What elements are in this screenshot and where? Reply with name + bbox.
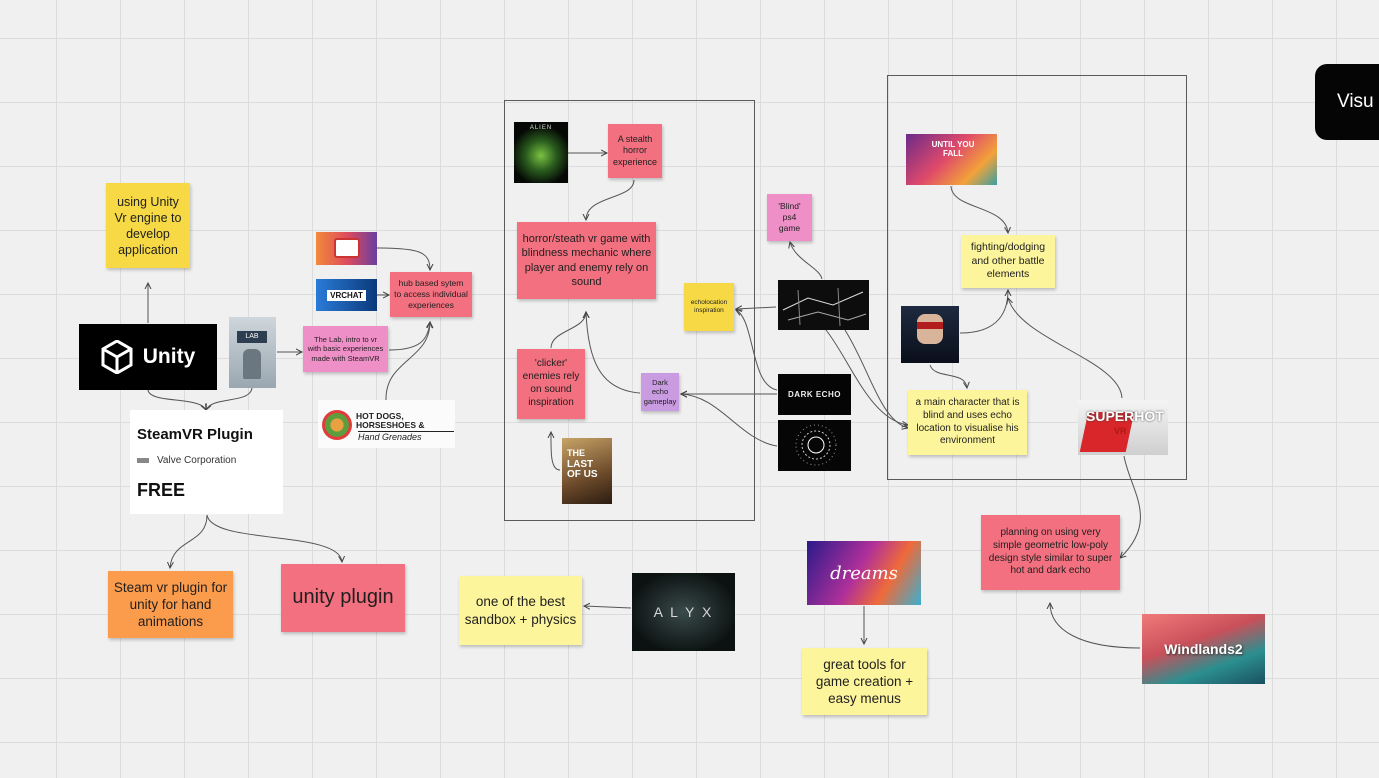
arrow-alyx-to-sandbox [584,606,632,608]
sticky-fighting[interactable]: fighting/dodging and other battle elemen… [961,235,1055,288]
arrow-steamvr-to-unity-plugin [206,514,342,562]
sticky-text: Steam vr plugin for unity for hand anima… [113,579,228,630]
sticky-text: planning on using very simple geometric … [988,526,1113,577]
sticky-echolocation[interactable]: echolocation inspiration [684,283,734,331]
sticky-dark-echo-gameplay[interactable]: Dark echo gameplay [641,373,679,411]
arrow-unity-to-steamvr [147,389,206,410]
arrow-labnote-to-hub [388,322,430,351]
sound-ring-icon [795,424,837,466]
arrow-newsroom-to-hub [376,247,430,270]
hot-dog-icon [322,410,352,440]
sticky-text: a main character that is blind and uses … [915,396,1020,447]
arrow-blindgame-to-ps4 [790,242,823,280]
glasses-icon [917,322,943,329]
sticky-unity-plugin[interactable]: unity plugin [281,564,405,632]
dark-echo-label: DARK ECHO [788,390,841,399]
hot-dogs-subtitle: Hand Grenades [358,431,454,442]
robot-icon [243,349,261,379]
sticky-text: using Unity Vr engine to develop applica… [114,194,182,257]
sticky-text: A stealth horror experience [612,133,658,167]
vrchat-image[interactable]: VRCHAT [316,279,377,311]
sticky-text: fighting/dodging and other battle elemen… [970,241,1046,281]
sticky-steamvr-plugin-note[interactable]: Steam vr plugin for unity for hand anima… [108,571,233,638]
sticky-main-character[interactable]: a main character that is blind and uses … [908,390,1027,455]
echo-lines-graphic [782,287,867,327]
sticky-text: echolocation inspiration [690,298,728,314]
the-lab-image[interactable]: LAB [229,317,276,388]
sticky-great-tools[interactable]: great tools for game creation + easy men… [802,648,927,715]
last-of-us-title-2: LAST OF US [567,459,598,480]
steamvr-card-price: FREE [137,480,186,500]
sticky-stealth-horror[interactable]: A stealth horror experience [608,124,662,178]
unity-logo-text: Unity [142,345,196,368]
windlands-2-image[interactable]: Windlands2 [1142,614,1265,684]
alien-isolation-image[interactable]: ALIEN [514,122,568,183]
last-of-us-image[interactable]: THE LAST OF US [562,438,612,504]
sticky-text: one of the best sandbox + physics [464,594,577,627]
sticky-text: great tools for game creation + easy men… [815,656,914,707]
sticky-text: unity plugin [292,586,394,609]
arrow-hotdogs-to-hub [385,322,430,401]
sticky-unity-engine[interactable]: using Unity Vr engine to develop applica… [106,183,190,268]
sticky-text: The Lab, intro to vr with basic experien… [307,334,384,363]
sticky-clicker[interactable]: 'clicker' enemies rely on sound inspirat… [517,349,585,419]
alyx-label: A L Y X [653,604,714,620]
unity-cube-icon [101,340,133,374]
echo-rings-image[interactable] [778,420,851,471]
until-you-fall-image[interactable]: UNTIL YOU FALL [906,134,997,185]
hot-dogs-horseshoes-image[interactable]: HOT DOGS, HORSESHOES & Hand Grenades [318,400,455,448]
side-panel-label: Visu [1337,91,1374,112]
last-of-us-title-1: THE [567,448,585,458]
superhot-vr-label: VR [1114,426,1127,436]
sticky-text: hub based sytem to access individual exp… [394,278,468,310]
sticky-text: Dark echo gameplay [643,377,677,406]
vrchat-label: VRCHAT [327,289,366,301]
sticky-the-lab[interactable]: The Lab, intro to vr with basic experien… [303,326,388,372]
valve-icon [137,458,149,463]
character-face-icon [917,314,943,344]
sticky-horror-game[interactable]: horror/steath vr game with blindness mec… [517,222,656,299]
alien-label: ALIEN [529,125,553,131]
sticky-blind-ps4[interactable]: 'Blind' ps4 game [767,194,812,241]
dreams-label: dreams [830,562,898,584]
dark-echo-image[interactable]: DARK ECHO [778,374,851,415]
steamvr-plugin-card[interactable]: SteamVR Plugin Valve Corporation FREE [130,410,283,514]
sticky-sandbox[interactable]: one of the best sandbox + physics [459,576,582,645]
superhot-image[interactable]: SUPERHOT VR [1078,400,1168,455]
superhot-label: SUPERHOT [1086,408,1164,424]
unity-logo-image[interactable]: Unity [79,324,217,390]
until-you-fall-label: UNTIL YOU FALL [931,140,975,158]
blind-game-image[interactable] [778,280,869,330]
hot-dogs-title: HOT DOGS, HORSESHOES & [356,411,425,431]
the-lab-label: LAB [237,331,267,343]
sticky-planning[interactable]: planning on using very simple geometric … [981,515,1120,590]
sticky-text: 'clicker' enemies rely on sound inspirat… [522,358,580,408]
frame-combat-concept[interactable] [887,75,1187,480]
dreams-image[interactable]: dreams [807,541,921,605]
windlands-label: Windlands2 [1164,641,1243,657]
arrow-lab-to-steamvr [206,387,253,410]
sticky-text: horror/steath vr game with blindness mec… [521,233,652,288]
newsroom-image[interactable] [316,232,377,265]
side-panel-card[interactable]: Visu [1315,64,1379,140]
sticky-text: 'Blind' ps4 game [778,201,801,233]
daredevil-image[interactable] [901,306,959,363]
steamvr-card-publisher: Valve Corporation [157,455,237,466]
arrow-windlands-to-planning [1050,603,1141,649]
newsroom-logo-icon [334,238,360,258]
sticky-hub-based[interactable]: hub based sytem to access individual exp… [390,272,472,317]
half-life-alyx-image[interactable]: A L Y X [632,573,735,651]
steamvr-card-title: SteamVR Plugin [137,426,253,443]
arrow-steamvr-to-orange [170,514,208,568]
